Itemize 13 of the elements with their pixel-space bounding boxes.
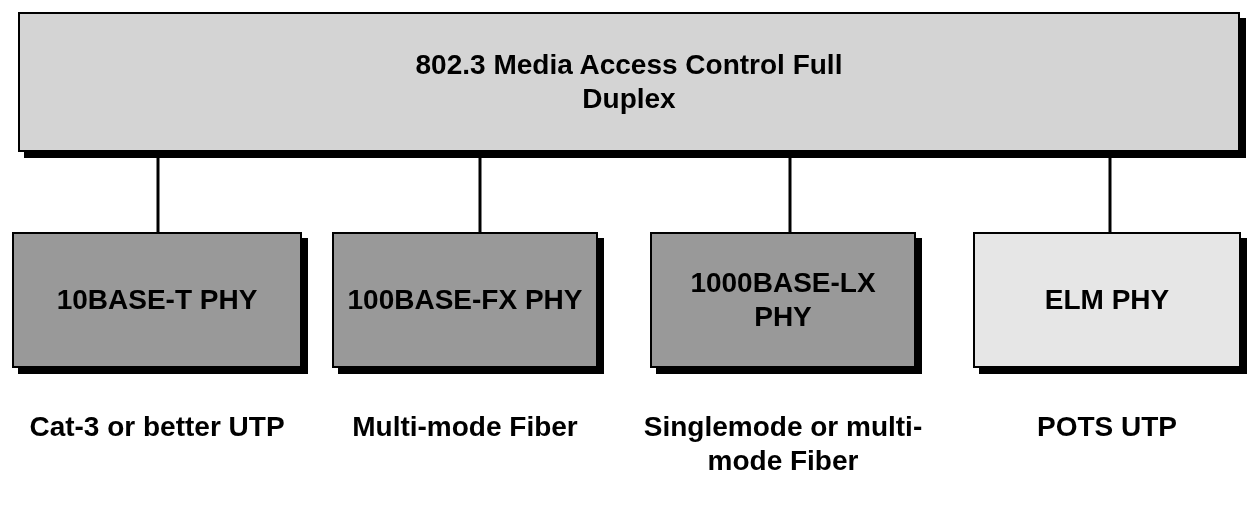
connector-line bbox=[478, 158, 482, 232]
box-label: 100BASE-FX PHY bbox=[346, 283, 584, 317]
box-label: ELM PHY bbox=[1043, 283, 1171, 317]
media-label: Multi-mode Fiber bbox=[351, 410, 579, 444]
media-label: Cat-3 or better UTP bbox=[28, 410, 286, 444]
connector-line bbox=[156, 158, 160, 232]
connector-line bbox=[788, 158, 792, 232]
box-label: 802.3 Media Access Control Full Duplex bbox=[414, 48, 844, 116]
media-label: POTS UTP bbox=[1036, 410, 1178, 444]
box-label: 10BASE-T PHY bbox=[55, 283, 259, 317]
box-label: 1000BASE-LX PHY bbox=[689, 266, 877, 334]
connector-line bbox=[1108, 158, 1112, 232]
media-label: Singlemode or multi-mode Fiber bbox=[642, 410, 924, 478]
